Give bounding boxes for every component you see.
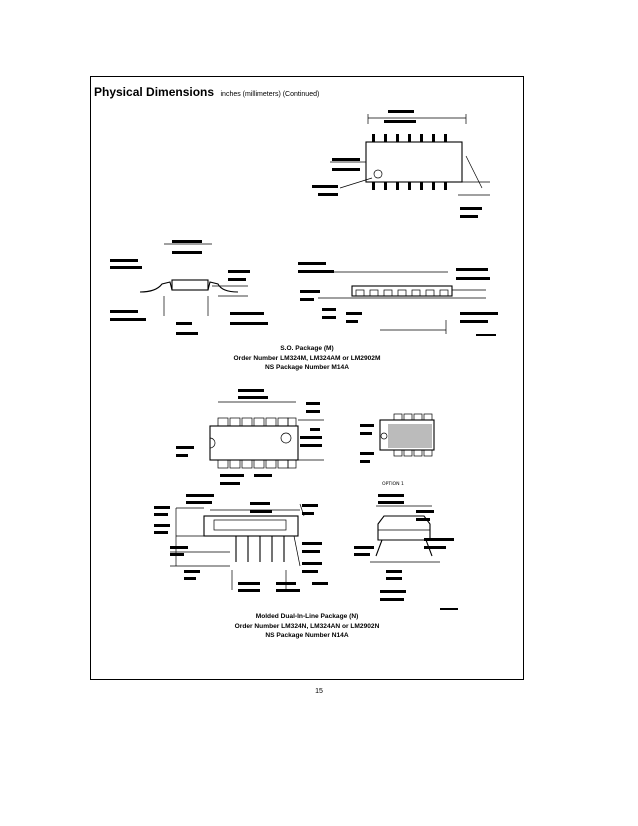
dip-caption-line-1: Molded Dual-In-Line Package (N) [255,613,359,620]
option-label: OPTION 1 [382,481,404,487]
page-number: 15 [315,688,323,695]
so-lead-view-drawing [298,262,498,336]
dip-pin-view-drawing [360,413,435,463]
section-subtitle: inches (millimeters) (Continued) [220,91,320,98]
so-top-view-drawing [312,110,490,218]
content-frame [90,76,524,680]
dip-end-view-drawing: OPTION 1 [354,481,458,610]
dip-package-caption: Molded Dual-In-Line Package (N) Order Nu… [90,612,524,641]
dip-top-view-drawing [176,389,324,485]
dip-side-view-drawing [154,494,328,592]
so-caption-line-1: S.O. Package (M) [280,345,334,352]
so-caption-line-2: Order Number LM324M, LM324AM or LM2902M [233,354,381,362]
dip-caption-line-2: Order Number LM324N, LM324AN or LM2902N [234,622,380,630]
so-caption-line-3: NS Package Number M14A [265,364,349,371]
section-header: Physical Dimensions inches (millimeters)… [94,83,319,101]
so-side-view-drawing [110,240,268,335]
dip-caption-line-3: NS Package Number N14A [265,632,349,639]
section-title: Physical Dimensions [94,85,215,99]
so-package-caption: S.O. Package (M) Order Number LM324M, LM… [90,344,524,373]
